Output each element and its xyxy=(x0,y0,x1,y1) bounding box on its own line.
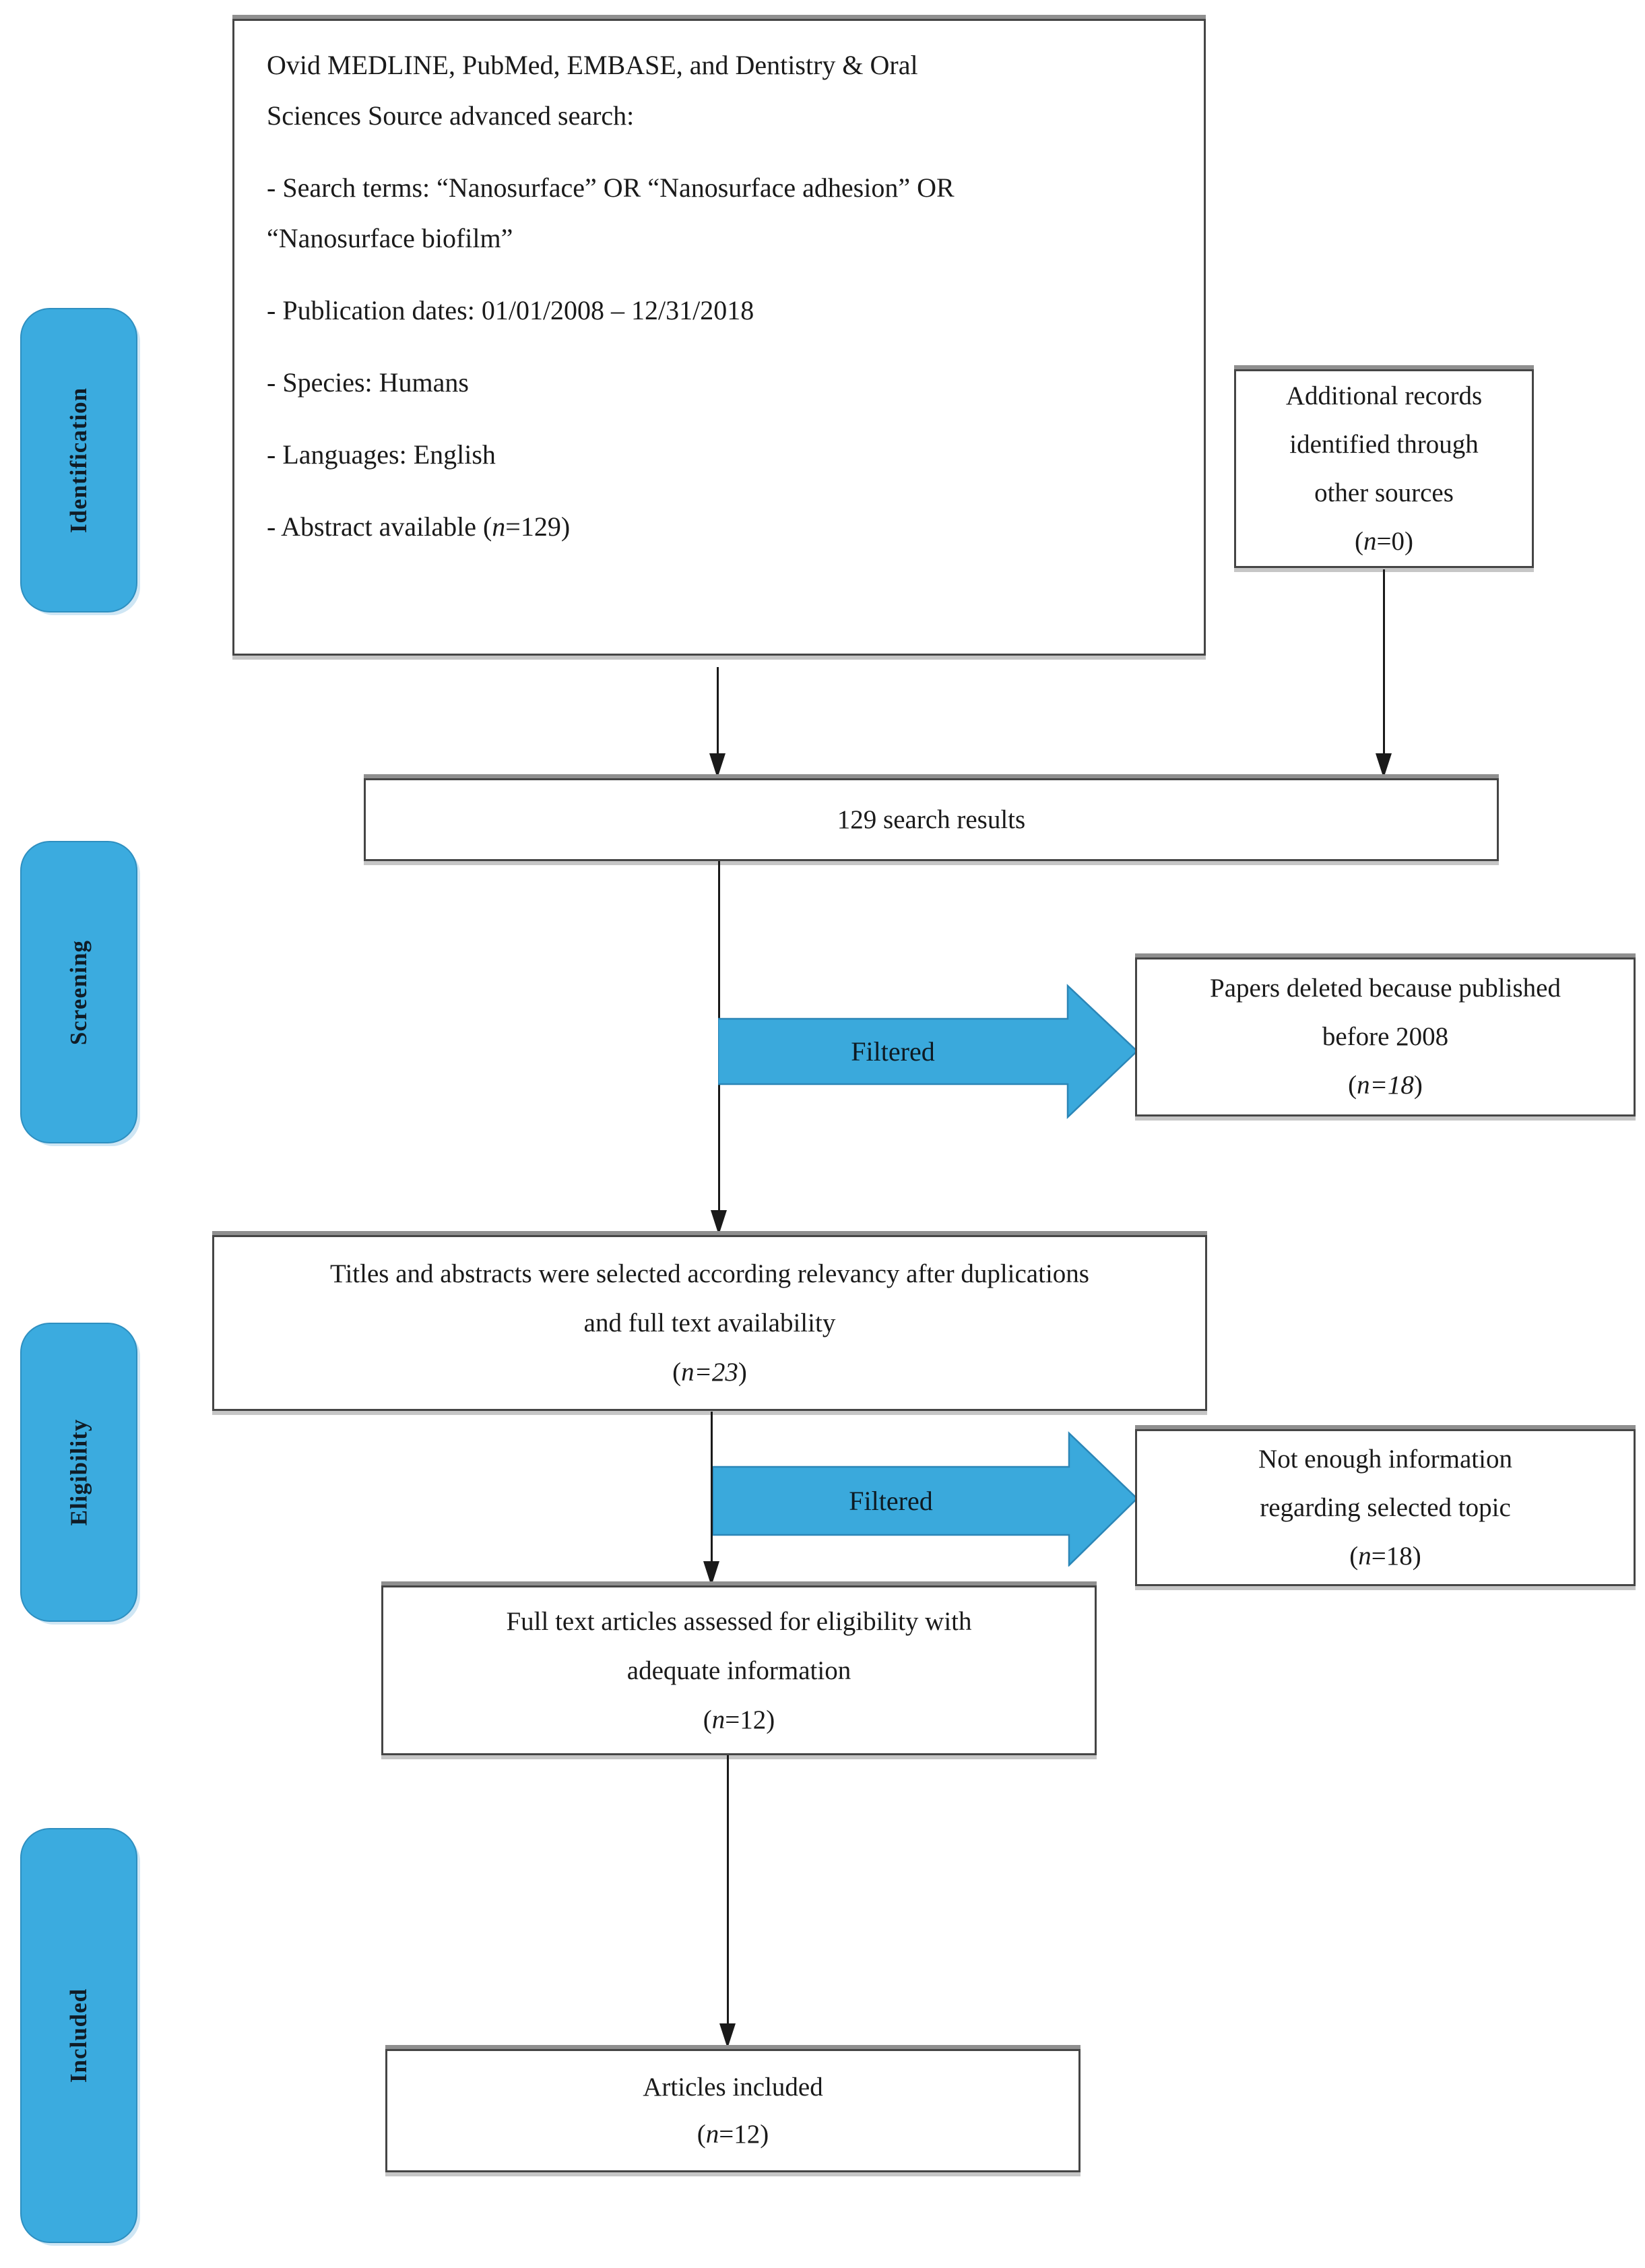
stage-pill-included: Included xyxy=(20,1828,137,2243)
papers-deleted-count: (n=18) xyxy=(1348,1071,1423,1100)
stage-label-included: Included xyxy=(65,1988,92,2083)
additional-records-count: (n=0) xyxy=(1355,526,1413,556)
not-enough-info-box: Not enough information regarding selecte… xyxy=(1135,1429,1636,1586)
not-enough-info-line: regarding selected topic xyxy=(1260,1492,1511,1522)
articles-included-line: Articles included xyxy=(643,2072,823,2102)
arrowhead-fulltext-to-included xyxy=(719,2023,736,2048)
papers-deleted-box: Papers deleted because published before … xyxy=(1135,957,1636,1116)
titles-abstracts-line: Titles and abstracts were selected accor… xyxy=(330,1259,1089,1288)
search-criteria-line: - Publication dates: 01/01/2008 – 12/31/… xyxy=(267,295,754,325)
search-criteria-line: - Languages: English xyxy=(267,439,496,470)
search-results-box: 129 search results xyxy=(364,778,1499,861)
search-criteria-box: Ovid MEDLINE, PubMed, EMBASE, and Dentis… xyxy=(232,19,1206,656)
articles-included-box: Articles included (n=12) xyxy=(385,2049,1080,2172)
papers-deleted-line: Papers deleted because published xyxy=(1210,974,1561,1003)
stage-label-identification: Identification xyxy=(65,387,92,534)
filtered-arrow-1: Filtered xyxy=(718,983,1138,1119)
additional-records-line: identified through xyxy=(1289,429,1479,459)
fulltext-assessed-box: Full text articles assessed for eligibil… xyxy=(381,1585,1097,1755)
arrowhead-titles-to-fulltext xyxy=(703,1561,719,1586)
stage-label-eligibility: Eligibility xyxy=(65,1418,92,1526)
search-criteria-line: - Search terms: “Nanosurface” OR “Nanosu… xyxy=(267,172,955,203)
search-results-text: 129 search results xyxy=(837,805,1026,834)
titles-abstracts-line: and full text availability xyxy=(583,1309,836,1337)
not-enough-info-count: (n=18) xyxy=(1349,1541,1421,1571)
filtered-arrow-2-shape xyxy=(713,1431,1138,1567)
search-criteria-line: “Nanosurface biofilm” xyxy=(267,223,513,253)
stage-pill-identification: Identification xyxy=(20,308,137,612)
filtered-arrow-2: Filtered xyxy=(713,1430,1138,1567)
additional-records-line: Additional records xyxy=(1285,381,1483,410)
filtered-arrow-1-shape xyxy=(718,984,1138,1119)
additional-records-box: Additional records identified through ot… xyxy=(1234,369,1534,568)
search-criteria-line: Ovid MEDLINE, PubMed, EMBASE, and Dentis… xyxy=(267,50,918,80)
arrowhead-criteria-to-results xyxy=(709,753,725,778)
stage-label-screening: Screening xyxy=(65,939,92,1045)
filtered-arrow-1-label: Filtered xyxy=(851,1036,935,1067)
connector-criteria-to-results xyxy=(717,667,719,755)
arrowhead-results-to-titles xyxy=(711,1210,727,1235)
stage-pill-eligibility: Eligibility xyxy=(20,1323,137,1622)
titles-abstracts-count: (n=23) xyxy=(672,1358,747,1387)
stage-pill-screening: Screening xyxy=(20,841,137,1143)
filtered-arrow-2-label: Filtered xyxy=(849,1486,933,1516)
search-criteria-line: - Species: Humans xyxy=(267,367,469,398)
connector-titles-to-fulltext xyxy=(711,1412,713,1563)
fulltext-assessed-line: adequate information xyxy=(626,1656,851,1685)
connector-fulltext-to-included xyxy=(727,1755,729,2025)
arrowhead-additional-to-results xyxy=(1376,753,1392,778)
papers-deleted-line: before 2008 xyxy=(1322,1022,1449,1051)
search-criteria-abstract-line: - Abstract available (n=129) xyxy=(267,511,571,542)
not-enough-info-line: Not enough information xyxy=(1258,1444,1512,1474)
titles-abstracts-box: Titles and abstracts were selected accor… xyxy=(212,1235,1207,1411)
additional-records-line: other sources xyxy=(1314,478,1454,507)
articles-included-count: (n=12) xyxy=(697,2119,769,2149)
search-criteria-line: Sciences Source advanced search: xyxy=(267,100,635,131)
fulltext-assessed-line: Full text articles assessed for eligibil… xyxy=(506,1606,972,1636)
connector-additional-to-results xyxy=(1383,569,1385,755)
fulltext-assessed-count: (n=12) xyxy=(703,1705,775,1734)
